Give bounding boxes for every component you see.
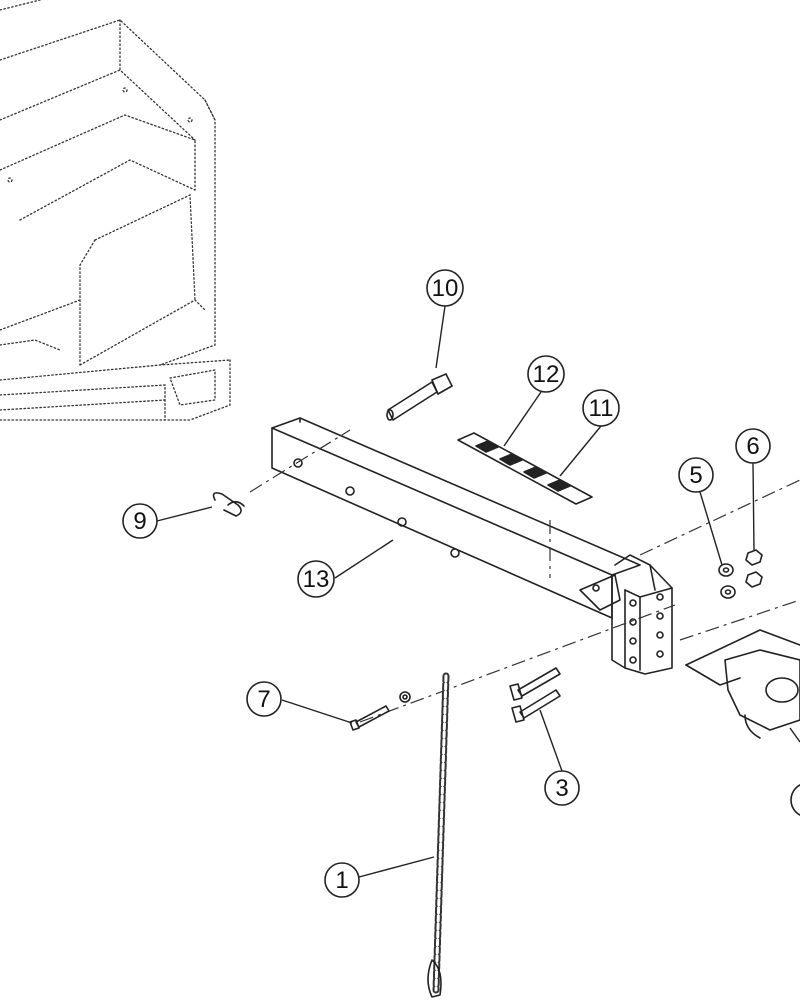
callout-3-label: 3 bbox=[555, 775, 568, 802]
lunette-eye-coupler bbox=[685, 629, 800, 739]
callout-11-label: 11 bbox=[589, 395, 614, 422]
callout-partial-right bbox=[790, 784, 800, 816]
callout-6-label: 6 bbox=[746, 433, 759, 460]
assembly-centerlines bbox=[249, 429, 800, 723]
callout-1-label: 1 bbox=[335, 867, 348, 894]
callout-1: 1 bbox=[324, 862, 360, 898]
callout-12: 12 bbox=[527, 355, 565, 393]
callout-13: 13 bbox=[297, 560, 335, 598]
chain-bolt bbox=[349, 691, 411, 731]
washers-and-nuts bbox=[718, 549, 763, 599]
callout-7: 7 bbox=[246, 681, 282, 717]
leader-lines bbox=[156, 305, 800, 878]
safety-clip bbox=[212, 492, 245, 517]
callout-13-label: 13 bbox=[303, 566, 330, 593]
callout-10: 10 bbox=[426, 269, 464, 307]
callout-5-label: 5 bbox=[689, 462, 702, 489]
callout-12-label: 12 bbox=[533, 361, 560, 388]
bracket-bolts bbox=[509, 667, 561, 723]
callout-5: 5 bbox=[678, 457, 714, 493]
reflector-decals bbox=[457, 432, 593, 505]
coupler-mounting-bracket bbox=[579, 554, 673, 675]
hitch-pin bbox=[386, 373, 453, 421]
callout-6: 6 bbox=[735, 428, 771, 464]
callout-7-label: 7 bbox=[257, 686, 270, 713]
callout-9-label: 9 bbox=[133, 508, 146, 535]
trailer-body-outline bbox=[0, 0, 231, 421]
callout-10-label: 10 bbox=[432, 275, 459, 302]
callout-11: 11 bbox=[582, 389, 620, 427]
callout-3: 3 bbox=[544, 770, 580, 806]
safety-chain bbox=[427, 672, 450, 998]
callout-9: 9 bbox=[122, 503, 158, 539]
